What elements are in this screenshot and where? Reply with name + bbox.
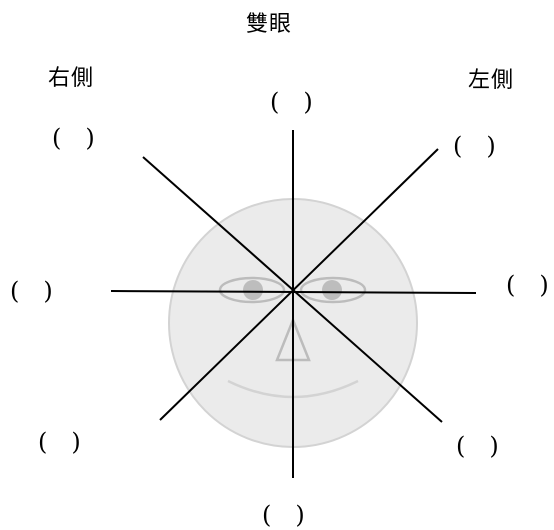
gaze-direction-lines (111, 130, 476, 478)
blank-upper-right-side: ( ) (52, 126, 95, 150)
title-both-eyes: 雙眼 (246, 14, 292, 36)
blank-lower-right-side: ( ) (38, 430, 81, 454)
blank-lower-left-side: ( ) (456, 434, 499, 458)
label-right-side: 右側 (48, 68, 94, 90)
blank-upper-left-side: ( ) (453, 134, 496, 158)
blank-top: ( ) (270, 90, 313, 114)
blank-middle-left-side: ( ) (506, 273, 549, 297)
blank-middle-right-side: ( ) (10, 279, 53, 303)
right-pupil-icon (243, 280, 263, 300)
blank-bottom: ( ) (262, 503, 305, 527)
label-left-side: 左側 (468, 70, 514, 92)
left-pupil-icon (322, 280, 342, 300)
